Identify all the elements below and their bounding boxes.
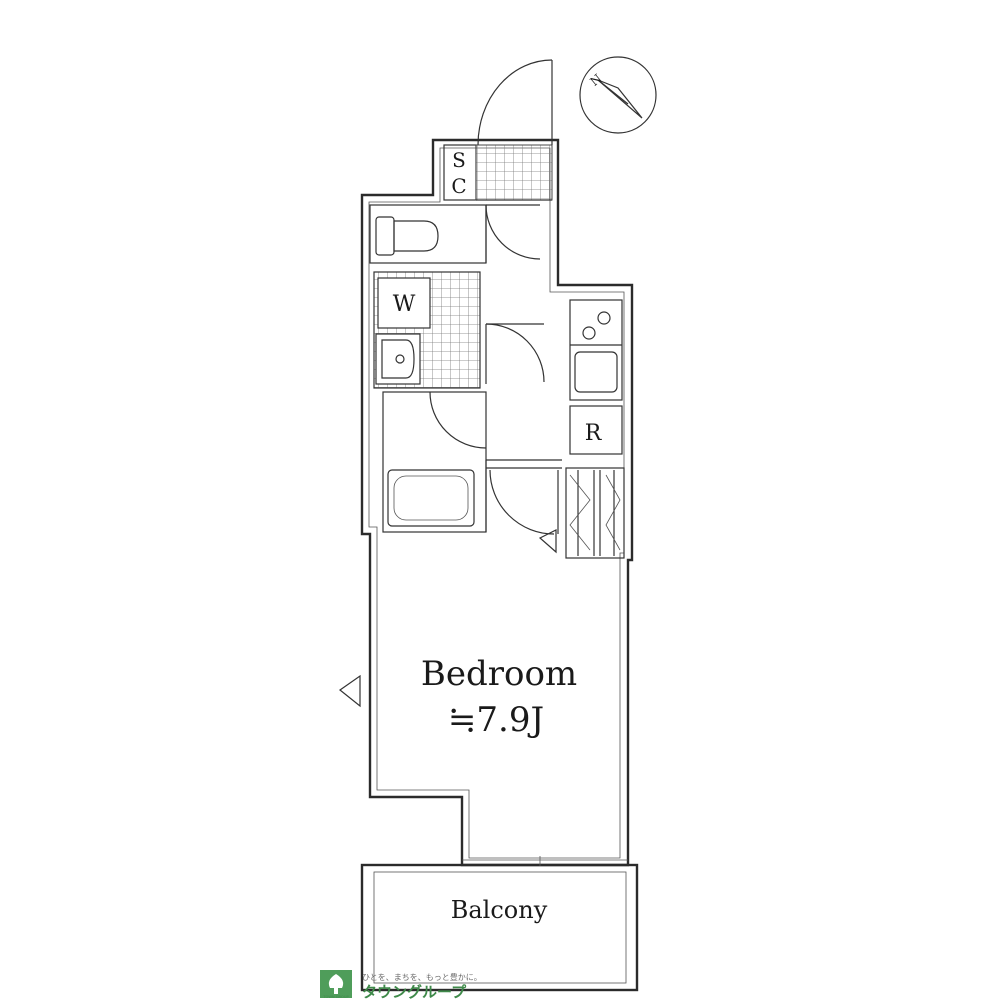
washer-box (377, 277, 431, 329)
sc-label-top: S (452, 148, 466, 172)
fridge-label: R (585, 421, 603, 446)
bedroom-window-marker (338, 674, 361, 708)
entrance-door (477, 59, 553, 146)
hallway (486, 459, 562, 469)
logo-tagline: ひとを、まちを、もっと豊かに。 (362, 972, 482, 982)
sc-label-bottom: C (451, 174, 466, 198)
balcony-label: Balcony (451, 896, 548, 924)
washbasin-icon (375, 333, 421, 385)
fridge-box (569, 405, 623, 455)
bedroom-door (489, 469, 559, 554)
compass-north-label: N (587, 71, 604, 88)
toilet-room (369, 204, 541, 264)
kitchen (569, 299, 623, 401)
balcony (360, 856, 639, 992)
toilet-icon (375, 216, 439, 256)
outer-walls (360, 138, 634, 867)
company-logo: TOWN GROUP (320, 970, 352, 999)
washroom-door (485, 323, 545, 384)
bathroom (382, 391, 487, 533)
logo-badge: TOWN GROUP (322, 995, 349, 999)
compass (579, 56, 657, 134)
washer-label: W (393, 292, 416, 317)
bedroom-label: Bedroom (421, 654, 577, 694)
bedroom-size: ≒7.9J (448, 700, 544, 740)
entrance (443, 144, 553, 201)
logo-name: タウングループ (362, 983, 467, 1000)
closet (565, 467, 625, 559)
